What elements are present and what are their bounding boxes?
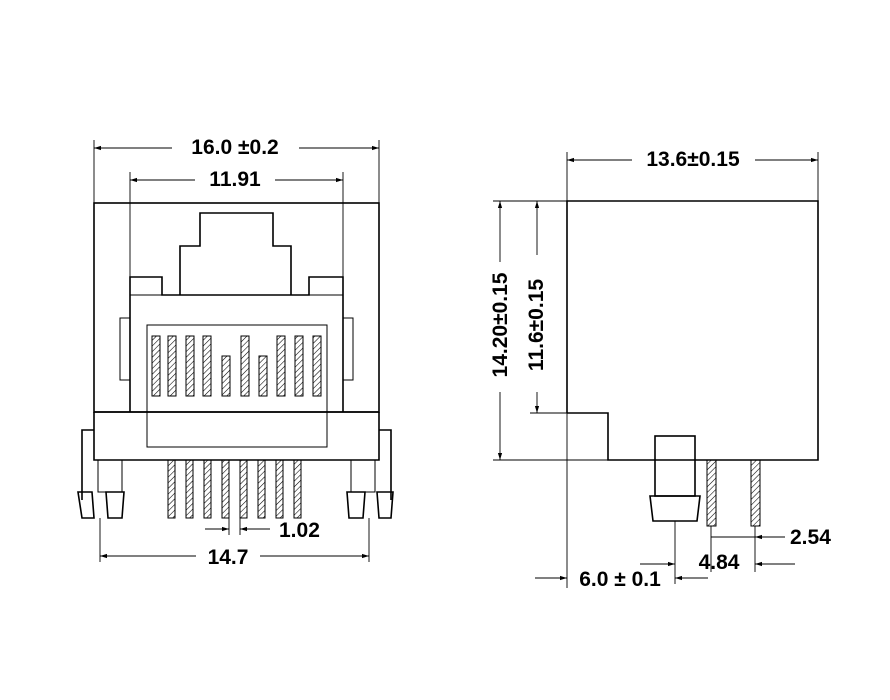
front-base-inner: [146, 411, 328, 448]
label-opening-width: 11.91: [209, 168, 261, 191]
dim-depth: 13.6±0.15: [566, 148, 819, 201]
dim-post-offset: 6.0 ± 0.1: [535, 413, 708, 591]
dim-overall-width: 16.0 ±0.2: [93, 136, 380, 203]
front-housing: [93, 202, 380, 413]
right-boss: [342, 317, 354, 381]
label-body-height: 11.6±0.15: [525, 279, 548, 371]
label-mount-span: 14.7: [208, 546, 249, 569]
right-mounting-posts: [346, 459, 394, 519]
label-row-spacing: 2.54: [790, 526, 831, 549]
latch-tab: [179, 212, 292, 295]
side-view: 13.6±0.15 14.20±0.15 11.6±0.15 2.54: [489, 148, 831, 591]
dim-pin-pitch: 1.02: [205, 518, 320, 542]
side-pin-front: [706, 459, 717, 527]
dim-opening-width: 11.91: [129, 168, 344, 277]
right-shield-leg: [379, 429, 392, 500]
label-depth: 13.6±0.15: [646, 148, 740, 171]
contact-fingers: [151, 335, 322, 397]
locating-post: [654, 435, 696, 497]
dim-mount-span: 14.7: [99, 518, 370, 569]
label-total-height: 14.20±0.15: [489, 272, 512, 377]
dim-post-to-pin: 4.84: [640, 521, 795, 584]
side-body: [566, 200, 819, 461]
solder-pins: [167, 459, 302, 519]
front-base: [93, 412, 380, 461]
label-pin-pitch: 1.02: [279, 519, 320, 542]
left-mounting-posts: [77, 459, 125, 519]
locating-post-tip: [649, 495, 701, 522]
dim-body-height: 11.6±0.15: [525, 201, 567, 414]
label-post-offset: 6.0 ± 0.1: [579, 568, 661, 591]
label-overall-width: 16.0 ±0.2: [191, 136, 278, 159]
plug-opening: [129, 276, 344, 412]
front-view: 16.0 ±0.2 11.91 1.02 14.7: [77, 136, 394, 569]
dim-total-height: 14.20±0.15: [489, 200, 608, 461]
side-pin-rear: [750, 459, 761, 527]
left-shield-leg: [81, 429, 94, 500]
left-boss: [119, 317, 131, 381]
label-post-to-pin: 4.84: [699, 551, 740, 574]
